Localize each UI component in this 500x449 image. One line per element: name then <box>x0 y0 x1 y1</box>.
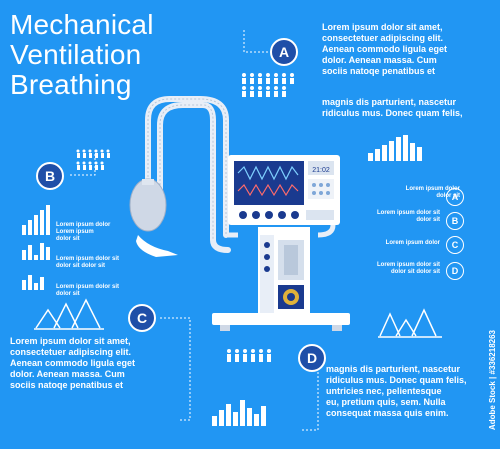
breathing-bag <box>129 178 167 232</box>
legend-d-badge: D <box>446 262 464 280</box>
legend-b-label: Lorem ipsum dolor sit dolor sit <box>376 210 440 223</box>
mountain-icon-right <box>378 308 442 338</box>
ventilator-illustration: 21:02 <box>129 96 350 331</box>
legend-a-badge: A <box>446 188 464 206</box>
stock-watermark: Adobe Stock | #336218263 <box>488 330 497 431</box>
legend-d-label: Lorem ipsum dolor sit dolor sit dolor si… <box>376 262 440 275</box>
text-mid-right: magnis dis parturient, nascetur ridiculu… <box>322 97 463 118</box>
badge-d: D <box>298 344 326 372</box>
bar-icon-right <box>368 135 422 161</box>
badge-c: C <box>128 304 156 332</box>
left-label-2: Lorem ipsum dolor sit dolor sit dolor si… <box>56 256 120 269</box>
text-bottom-right: magnis dis parturient, nascetur ridiculu… <box>326 364 467 418</box>
left-label-1: Lorem ipsum dolor Lorem ipsum dolor sit <box>56 222 111 242</box>
mountain-icon-left <box>34 298 104 330</box>
monitor-readout: 21:02 <box>312 167 330 174</box>
page-title: Mechanical Ventilation Breathing <box>10 9 154 100</box>
ventilator-base <box>212 313 350 325</box>
legend-b-badge: B <box>446 212 464 230</box>
text-bottom-left: Lorem ipsum dolor sit amet, consectetuer… <box>10 336 136 390</box>
connector-c <box>160 317 191 421</box>
legend-c-badge: C <box>446 236 464 254</box>
left-label-3: Lorem ipsum dolor sit dolor sit <box>56 284 120 297</box>
connector-d <box>300 360 319 431</box>
people-icons-top <box>242 73 294 97</box>
badge-a: A <box>270 38 298 66</box>
people-icons-bottom <box>227 349 271 362</box>
bar-icon-bottom <box>212 400 266 426</box>
left-bar-icons <box>22 205 50 290</box>
legend-c-label: Lorem ipsum dolor <box>385 240 440 246</box>
connector-a <box>243 30 268 53</box>
people-icons-b <box>76 149 110 170</box>
badge-b: B <box>36 162 64 190</box>
connector-b <box>70 150 96 176</box>
text-top-right: Lorem ipsum dolor sit amet, consectetuer… <box>322 22 448 76</box>
